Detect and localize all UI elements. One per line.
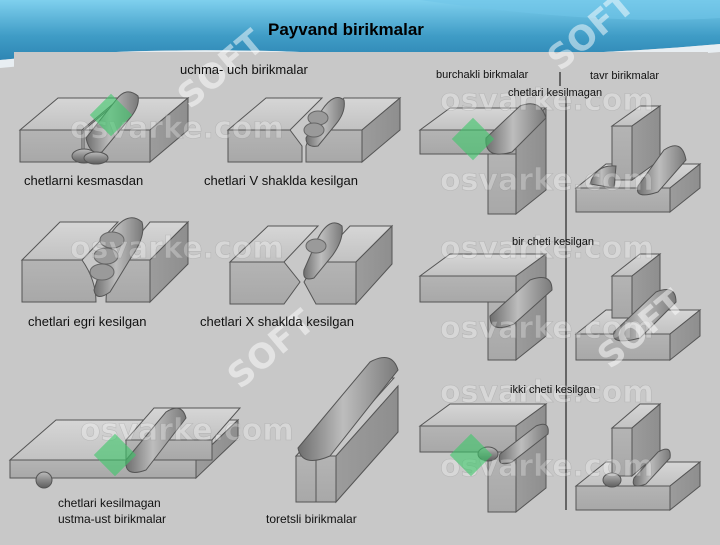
label-v-bevel: chetlari V shaklda kesilgan (204, 173, 358, 188)
joint-butt-curved-bevel (20, 217, 190, 304)
logo-diamond-icon (449, 433, 493, 477)
joint-butt-x-bevel (228, 222, 394, 306)
watermark-text: osvarke.com (440, 83, 654, 118)
label-tee-joints: tavr birikmalar (590, 70, 660, 82)
label-corner-joints: burchakli birkmalar (436, 69, 529, 81)
label-lap-line1: chetlari kesilmagan (58, 496, 161, 510)
label-double-bevel: ikki cheti kesilgan (510, 384, 596, 396)
label-lap-line2: ustma-ust birikmalar (58, 512, 167, 526)
label-no-bevel: chetlarni kesmasdan (24, 173, 144, 188)
label-single-bevel: bir cheti kesilgan (512, 236, 594, 248)
logo-diamond-icon (451, 117, 495, 161)
joint-tee-single-bevel (574, 252, 702, 362)
joint-tee-double-bevel (574, 402, 702, 512)
watermark-text: osvarke.com (70, 231, 284, 266)
watermark-text: osvarke.com (440, 163, 654, 198)
watermark-text: osvarke.com (440, 231, 654, 266)
label-unbeveled: chetlari kesilmagan (508, 87, 603, 99)
joint-tee-unbeveled (574, 105, 702, 214)
joint-edge (294, 357, 399, 504)
label-edge-joints: toretsli birikmalar (266, 512, 357, 526)
watermark-layer: osvarke.com osvarke.com osvarke.com osva… (70, 83, 654, 485)
watermark-text: osvarke.com (440, 375, 654, 410)
label-butt-joints: uchma- uch birikmalar (180, 62, 308, 77)
page-title: Payvand birikmalar (268, 20, 424, 39)
joint-corner-single-bevel (418, 253, 553, 362)
label-curved-bevel: chetlari egri kesilgan (28, 314, 147, 329)
label-x-bevel: chetlari X shaklda kesilgan (200, 314, 354, 329)
joint-lap (8, 407, 242, 489)
logo-diamond-icon (93, 433, 137, 477)
joint-butt-v-bevel (226, 96, 402, 164)
watermark-text: osvarke.com (440, 311, 654, 346)
